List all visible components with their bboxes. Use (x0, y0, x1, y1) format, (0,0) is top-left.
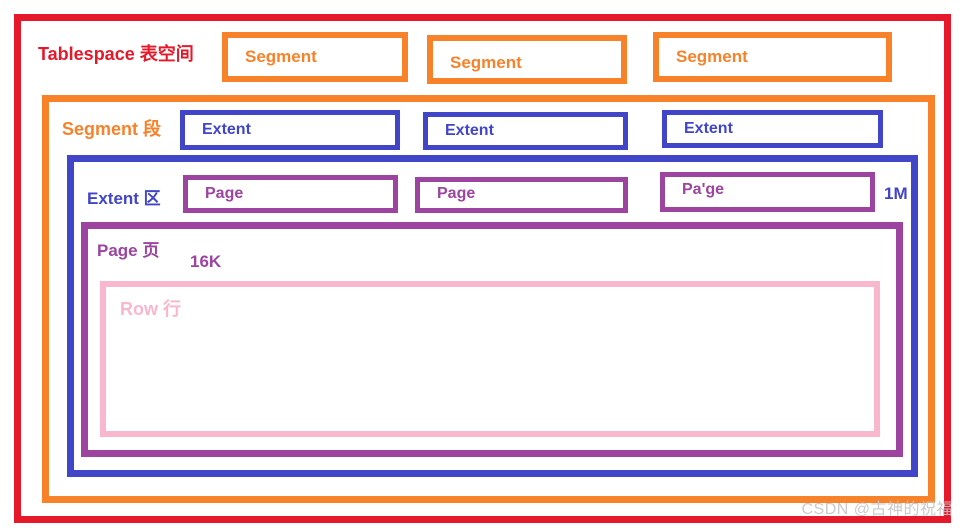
segment-box-label: Segment (245, 47, 317, 66)
page-box-label: Page (437, 185, 476, 202)
extent-box-label: Extent (202, 121, 251, 138)
page-size-label: 16K (190, 252, 222, 271)
extent-container-label: Extent 区 (87, 189, 161, 208)
page-container-label: Page 页 (97, 241, 160, 260)
extent-box-3: Extent (662, 110, 883, 148)
page-container-box: Page 页 16K Row 行 (81, 222, 903, 457)
page-box-label: Pa'ge (682, 181, 725, 198)
extent-container-box: Extent 区 Page Page Pa'ge 1M Page 页 16K R… (67, 155, 918, 477)
row-label: Row 行 (120, 299, 181, 319)
page-box-1: Page (183, 175, 398, 213)
tablespace-box: Tablespace 表空间 Segment Segment Segment S… (14, 14, 951, 523)
segment-container-label: Segment 段 (62, 119, 162, 139)
extent-size-label: 1M (884, 184, 908, 203)
segment-box-3: Segment (653, 32, 892, 82)
page-box-3: Pa'ge (660, 172, 875, 212)
extent-box-label: Extent (445, 122, 494, 139)
extent-box-1: Extent (180, 110, 400, 150)
extent-box-2: Extent (423, 112, 628, 150)
page-box-label: Page (205, 185, 244, 202)
row-box: Row 行 (100, 281, 880, 437)
segment-box-label: Segment (676, 47, 748, 66)
segment-box-label: Segment (450, 53, 522, 72)
page-box-2: Page (415, 177, 628, 213)
tablespace-label: Tablespace 表空间 (38, 44, 194, 64)
segment-box-1: Segment (222, 32, 408, 82)
watermark: CSDN @古神的祝福 (801, 501, 953, 518)
segment-box-2: Segment (427, 35, 627, 84)
extent-box-label: Extent (684, 120, 733, 137)
segment-container-box: Segment 段 Extent Extent Extent Extent 区 … (42, 95, 935, 503)
